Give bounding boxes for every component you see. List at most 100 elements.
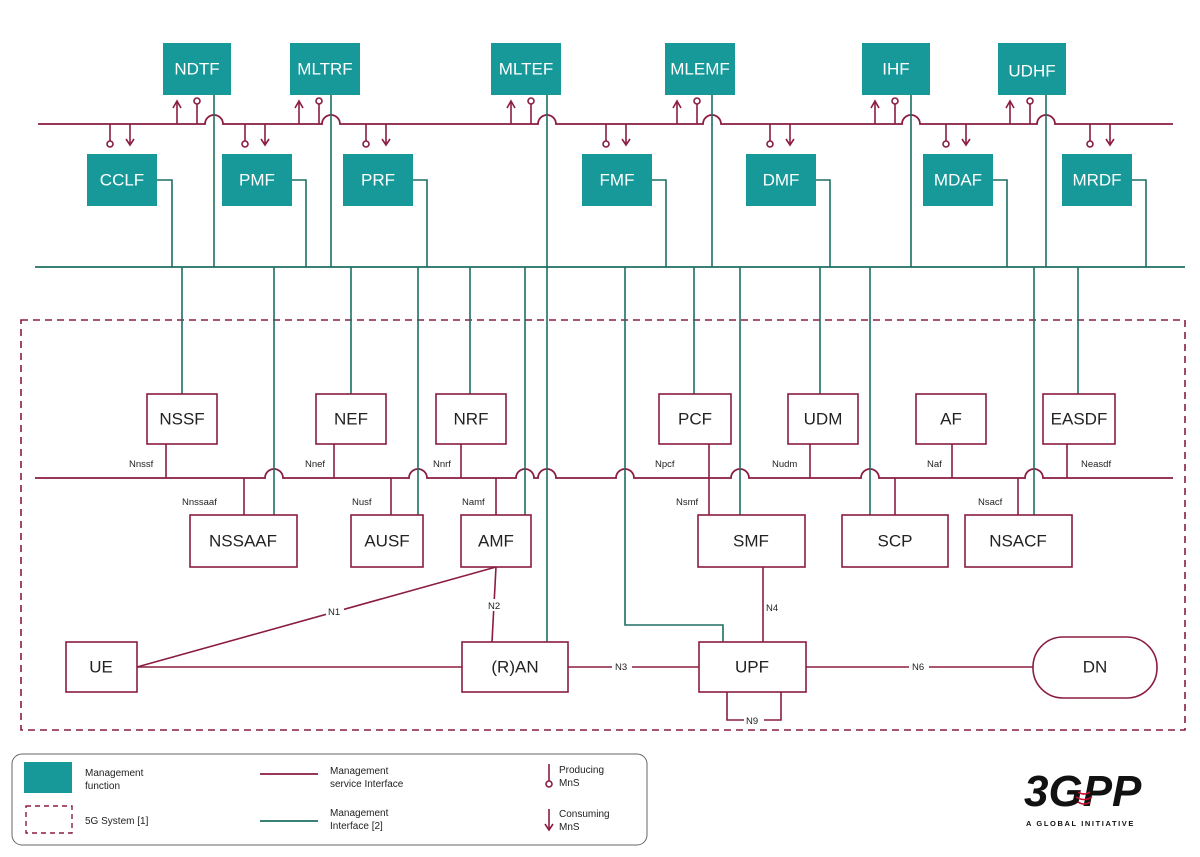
mf-mltrf[interactable]: MLTRF [290, 43, 360, 95]
mf-cclf[interactable]: CCLF [87, 154, 157, 206]
legend-producing-label-2: MnS [559, 778, 580, 789]
node-upf-label: UPF [735, 658, 769, 677]
reference-point-labels: N1 N2 N3 N4 N6 N9 [326, 599, 929, 727]
mf-ihf-label: IHF [882, 60, 909, 79]
nf-scp-label: SCP [878, 532, 913, 551]
nf-nsacf[interactable]: NSACF [964, 514, 1073, 568]
mf-interface-links [157, 95, 1147, 267]
mf-mltef-label: MLTEF [499, 60, 553, 79]
legend-mf-label-2: function [85, 781, 120, 792]
label-nnrf: Nnrf [433, 459, 451, 470]
nf-af[interactable]: AF [915, 393, 987, 445]
network-functions-lower: NSSAAF AUSF AMF SMF SCP NSACF [189, 514, 1073, 568]
nf-pcf[interactable]: PCF [658, 393, 732, 445]
label-nnef: Nnef [305, 459, 325, 470]
legend-system-label: 5G System [1] [85, 816, 149, 827]
node-dn[interactable]: DN [1032, 636, 1158, 699]
label-namf: Namf [462, 497, 485, 508]
nf-amf-label: AMF [478, 532, 514, 551]
nf-ausf[interactable]: AUSF [350, 514, 424, 568]
nf-smf[interactable]: SMF [697, 514, 806, 568]
service-interface-labels: Nnssf Nnef Nnrf Npcf Nudm Naf Neasdf Nns… [129, 459, 1111, 508]
mf-prf[interactable]: PRF [343, 154, 413, 206]
mf-mrdf[interactable]: MRDF [1062, 154, 1132, 206]
nf-nssf[interactable]: NSSF [146, 393, 218, 445]
legend-msi-label-1: Management [330, 766, 389, 777]
nf-pcf-label: PCF [678, 410, 712, 429]
nf-management-links [181, 267, 1079, 642]
nf-easdf-label: EASDF [1051, 410, 1108, 429]
label-n9: N9 [746, 716, 758, 727]
legend-mi-label-2: Interface [2] [330, 821, 383, 832]
node-upf[interactable]: UPF [698, 641, 807, 693]
management-functions-bottom: CCLF PMF PRF FMF DMF MDAF MRDF [87, 154, 1132, 206]
nf-amf[interactable]: AMF [460, 514, 532, 568]
network-functions-upper: NSSF NEF NRF PCF UDM AF EASDF [146, 393, 1116, 445]
legend-mi-label-1: Management [330, 808, 389, 819]
management-functions-top: NDTF MLTRF MLTEF MLEMF IHF UDHF [163, 43, 1066, 95]
mf-pmf[interactable]: PMF [222, 154, 292, 206]
node-ue[interactable]: UE [65, 641, 138, 693]
legend-msi-label-2: service Interface [330, 779, 404, 790]
mf-fmf[interactable]: FMF [582, 154, 652, 206]
logo-wordmark: 3GPP [1024, 767, 1142, 816]
nf-af-label: AF [940, 410, 962, 429]
nf-nssaaf[interactable]: NSSAAF [189, 514, 298, 568]
label-n2: N2 [488, 601, 500, 612]
label-nsacf: Nsacf [978, 497, 1003, 508]
mf-cclf-label: CCLF [100, 171, 144, 190]
nf-nssaaf-label: NSSAAF [209, 532, 277, 551]
node-dn-label: DN [1083, 658, 1108, 677]
mf-fmf-label: FMF [600, 171, 635, 190]
mf-mlemf[interactable]: MLEMF [665, 43, 735, 95]
mf-mdaf-label: MDAF [934, 171, 982, 190]
legend-mf-swatch [24, 762, 72, 793]
logo-waves-icon [1075, 791, 1093, 805]
label-npcf: Npcf [655, 459, 675, 470]
5g-system-boundary [20, 319, 1186, 731]
mf-ndtf[interactable]: NDTF [163, 43, 231, 95]
logo-tagline: A GLOBAL INITIATIVE [1026, 819, 1135, 828]
label-nnssaaf: Nnssaaf [182, 497, 217, 508]
mf-pmf-label: PMF [239, 171, 275, 190]
label-nsmf: Nsmf [676, 497, 699, 508]
nf-nrf[interactable]: NRF [435, 393, 507, 445]
mf-prf-label: PRF [361, 171, 395, 190]
nf-udm-label: UDM [804, 410, 843, 429]
nf-ausf-label: AUSF [364, 532, 409, 551]
mns-connectors-top [172, 97, 1034, 125]
nf-scp[interactable]: SCP [841, 514, 949, 568]
mf-mdaf[interactable]: MDAF [923, 154, 993, 206]
mns-connectors-bottom [106, 123, 1115, 148]
node-ran[interactable]: (R)AN [461, 641, 569, 693]
nf-smf-label: SMF [733, 532, 769, 551]
service-based-bus [35, 468, 1173, 479]
mf-dmf-label: DMF [763, 171, 800, 190]
nf-nssf-label: NSSF [159, 410, 204, 429]
legend-mf-label-1: Management [85, 768, 144, 779]
label-nusf: Nusf [352, 497, 372, 508]
nf-udm[interactable]: UDM [787, 393, 859, 445]
label-n6: N6 [912, 662, 924, 673]
mf-mltef[interactable]: MLTEF [491, 43, 561, 95]
user-plane-nodes: UE (R)AN UPF DN [65, 636, 1158, 699]
mf-dmf[interactable]: DMF [746, 154, 816, 206]
legend-producing-label-1: Producing [559, 765, 604, 776]
nf-easdf[interactable]: EASDF [1042, 393, 1116, 445]
nf-nsacf-label: NSACF [989, 532, 1047, 551]
management-service-bus [38, 114, 1173, 125]
nf-nef[interactable]: NEF [315, 393, 387, 445]
mf-udhf[interactable]: UDHF [998, 43, 1066, 95]
legend-system-swatch [25, 805, 73, 834]
mf-ihf[interactable]: IHF [862, 43, 930, 95]
legend-consuming-label-2: MnS [559, 822, 580, 833]
mf-mltrf-label: MLTRF [297, 60, 352, 79]
legend-consuming-label-1: Consuming [559, 809, 610, 820]
label-n3: N3 [615, 662, 627, 673]
mf-udhf-label: UDHF [1008, 62, 1055, 81]
3gpp-logo: 3GPP A GLOBAL INITIATIVE [1024, 767, 1142, 828]
mf-mrdf-label: MRDF [1072, 171, 1121, 190]
nf-service-links [165, 444, 1068, 515]
label-n4: N4 [766, 603, 778, 614]
